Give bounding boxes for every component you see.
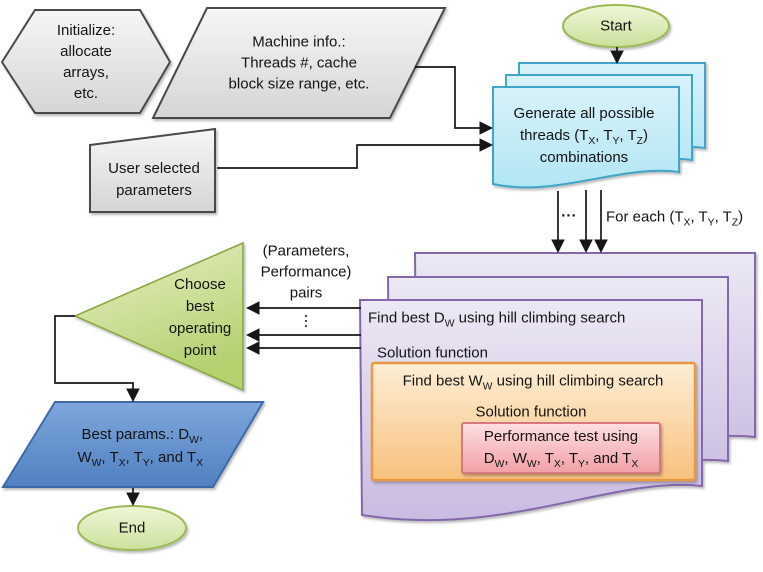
performance-test-label: Performance test using DW, WW, TX, TY, a… (484, 426, 638, 470)
text-line: Performance) (260, 263, 352, 281)
text-line: arrays, (63, 64, 109, 81)
machine-info-label: Machine info.: Threads #, cache block si… (229, 32, 370, 95)
text-line: block size range, etc. (228, 75, 370, 93)
text-line: WW, TX, TY, and TX (77, 449, 203, 469)
connector-user-to-generate (217, 138, 494, 169)
text-line: pairs (289, 284, 323, 302)
best-params-label: Best params.: DW, WW, TX, TY, and TX (77, 423, 203, 469)
pairs-ellipsis-label: ⋮ (298, 312, 314, 330)
text-line: Initialize: (56, 22, 116, 39)
text-line: operating (168, 320, 232, 337)
generate-doc-front (492, 86, 680, 189)
generate-threads-documents (492, 62, 706, 189)
pairs-label: (Parameters, Performance) pairs (261, 241, 352, 304)
find-dw-label: Find best DW using hill climbing search (368, 309, 626, 330)
text-line: Threads #, cache (241, 54, 357, 72)
text-line: combinations (539, 149, 629, 166)
text-line: Machine info.: (252, 33, 346, 51)
connectors (54, 47, 624, 507)
choose-best-triangle (73, 241, 244, 392)
machine-info-parallelogram (151, 7, 447, 119)
text-line: allocate (60, 43, 112, 60)
text-line: DW, WW, TX, TY, and TX (483, 450, 639, 470)
text-line: threads (TX, TY, TZ) (520, 127, 648, 147)
connector-machine-to-generate (415, 66, 494, 135)
foreach-ellipsis-label: ... (561, 203, 577, 221)
text-line: User selected (108, 160, 200, 177)
solution-function-inner-label: Solution function (475, 403, 587, 421)
initialize-hexagon (0, 9, 172, 114)
text-line: etc. (73, 85, 99, 102)
start-label: Start (600, 17, 632, 35)
foreach-label: For each (TX, TY, TZ) (606, 208, 744, 229)
start-oval (562, 4, 670, 48)
end-label: End (118, 519, 146, 537)
text-line: Generate all possible (513, 105, 655, 122)
best-params-parallelogram (1, 401, 265, 488)
text-line: Best params.: DW, (81, 426, 203, 446)
text-line: best (185, 298, 215, 315)
solution-function-outer-label: Solution function (377, 344, 488, 362)
user-params-box (89, 127, 216, 213)
text-line: Performance test using (483, 428, 639, 445)
choose-best-label: Choose best operating point (169, 274, 232, 362)
find-ww-label: Find best WW using hill climbing search (402, 372, 664, 393)
text-line: point (183, 342, 217, 359)
text-line: (Parameters, (262, 242, 350, 260)
user-params-label: User selected parameters (108, 158, 200, 202)
initialize-label: Initialize: allocate arrays, etc. (57, 20, 115, 104)
text-line: parameters (116, 182, 192, 199)
connector-choose-to-bestparams (54, 315, 140, 403)
performance-test-box (461, 422, 661, 474)
text-line: Choose (174, 276, 226, 293)
generate-threads-label: Generate all possible threads (TX, TY, T… (514, 103, 655, 169)
